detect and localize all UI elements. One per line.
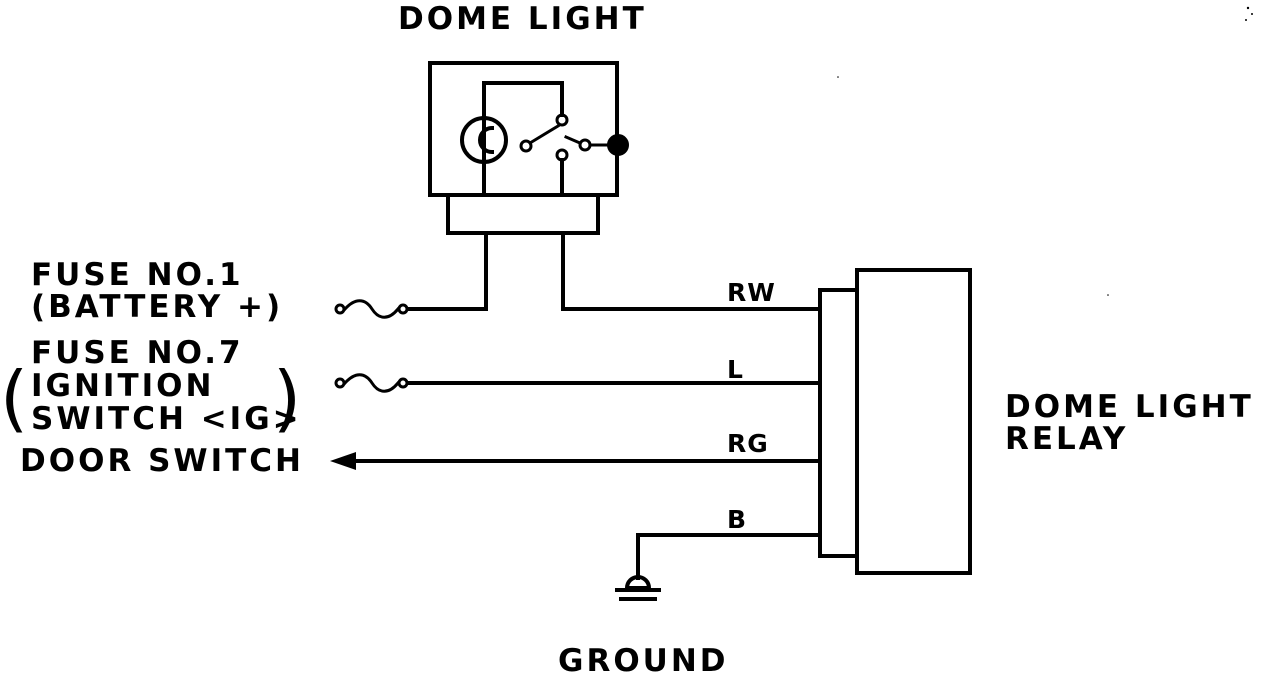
switch-blade (530, 126, 558, 143)
relay-connector (820, 290, 857, 556)
bulb-filament-icon (480, 128, 492, 152)
relay-body (857, 270, 970, 573)
fuse-no7-terminal-left (336, 379, 344, 387)
fuse-no1-terminal-left (336, 305, 344, 313)
switch-link (566, 137, 580, 143)
wire-label-rw: RW (727, 278, 776, 307)
ground-icon (627, 577, 649, 588)
rw-wire (563, 233, 820, 309)
door-switch-label: DOOR SWITCH (20, 443, 304, 479)
speck (1245, 19, 1247, 21)
relay-label: DOME LIGHT (1005, 389, 1254, 425)
ground-label: GROUND (558, 643, 729, 679)
fuse-no1-label: FUSE NO.1 (31, 257, 244, 293)
relay-sub-label: RELAY (1005, 421, 1129, 457)
fuse-no1-sub-label: (BATTERY +) (31, 289, 284, 325)
door-switch-arrow-icon (330, 452, 356, 470)
dome-light-connector (448, 195, 598, 233)
switch-contact-left-icon (521, 141, 531, 151)
wire-label-l: L (727, 355, 744, 384)
left-bracket-icon: ( (0, 356, 29, 440)
wire-label-b: B (727, 505, 748, 534)
dome-light-internal-wire (484, 83, 562, 195)
b-wire (638, 535, 820, 578)
switch-contact-top-icon (557, 115, 567, 125)
fuse-no7-icon (345, 375, 398, 392)
dome-terminal-icon (609, 136, 627, 154)
bulb-icon (462, 118, 506, 162)
speck (1251, 13, 1253, 15)
fuse-no7-ignition-label: IGNITION (31, 368, 215, 404)
fuse-no7-label: FUSE NO.7 (31, 335, 244, 371)
speck (1246, 6, 1250, 10)
speck (1107, 294, 1109, 296)
dome-light-label: DOME LIGHT (398, 1, 647, 37)
fuse-no7-terminal-right (399, 379, 407, 387)
right-bracket-icon: ) (273, 356, 302, 440)
switch-contact-bottom-icon (557, 150, 567, 160)
battery-feed-wire (408, 233, 486, 309)
fuse-no1-icon (345, 301, 398, 318)
wire-label-rg: RG (727, 429, 769, 458)
fuse-no7-switch-label: SWITCH <IG> (31, 401, 302, 437)
speck (837, 76, 839, 78)
fuse-no1-terminal-right (399, 305, 407, 313)
